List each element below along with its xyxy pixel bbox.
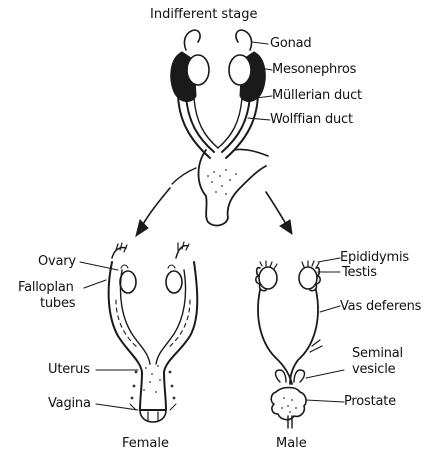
indifferent-stage-title: Indifferent stage bbox=[150, 7, 258, 22]
label-mesonephros: Mesonephros bbox=[272, 62, 356, 77]
indifferent-stage-figure bbox=[171, 30, 272, 225]
right-testis bbox=[299, 267, 317, 289]
label-wolffian-duct: Wolffian duct bbox=[270, 112, 353, 127]
female-figure bbox=[80, 242, 197, 422]
label-ovary: Ovary bbox=[38, 254, 76, 269]
label-vagina: Vagina bbox=[48, 396, 91, 411]
label-fallopian-tubes-line1: Falloplan bbox=[18, 280, 74, 295]
label-testis: Testis bbox=[342, 265, 377, 280]
right-ovary bbox=[166, 271, 182, 293]
label-vas-deferens: Vas deferens bbox=[340, 299, 421, 314]
label-gonad: Gonad bbox=[270, 36, 312, 51]
left-ovary bbox=[120, 271, 136, 293]
label-fallopian-tubes-line2: tubes bbox=[40, 296, 75, 311]
left-arrow bbox=[136, 188, 170, 236]
caption-female: Female bbox=[122, 436, 169, 451]
indifferent-sinus-dots bbox=[207, 169, 237, 195]
label-uterus: Uterus bbox=[48, 362, 90, 377]
left-gonad bbox=[187, 55, 209, 85]
label-mullerian-duct: Müllerian duct bbox=[272, 88, 362, 103]
label-seminal-vesicle-line1: Seminal bbox=[352, 346, 403, 361]
label-prostate: Prostate bbox=[344, 394, 396, 409]
right-gonad bbox=[229, 55, 251, 85]
label-seminal-vesicle-line2: vesicle bbox=[352, 362, 395, 377]
caption-male: Male bbox=[276, 436, 307, 451]
label-epididymis: Epididymis bbox=[340, 250, 409, 265]
prostate bbox=[271, 388, 306, 420]
male-figure bbox=[256, 258, 344, 428]
left-testis bbox=[259, 267, 277, 289]
right-arrow bbox=[266, 192, 292, 234]
prostate-dots bbox=[281, 397, 297, 413]
